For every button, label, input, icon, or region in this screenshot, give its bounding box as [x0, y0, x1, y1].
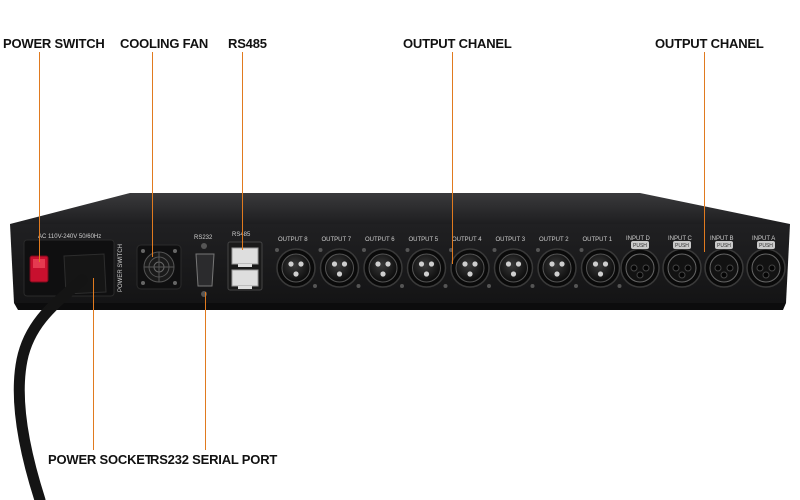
output-xlr-1: OUTPUT 1	[579, 237, 622, 288]
output-xlr-2: OUTPUT 2	[536, 237, 578, 288]
output-xlr-5: OUTPUT 5	[405, 237, 448, 288]
callout-line-power-switch	[39, 52, 40, 262]
output-xlr-3: OUTPUT 3	[492, 237, 535, 288]
label-output-chanel-2: OUTPUT CHANEL	[655, 36, 764, 51]
callout-line-rs485	[242, 52, 243, 250]
callout-line-power-socket	[93, 278, 94, 450]
output-label: OUTPUT 3	[496, 237, 526, 243]
output-xlr-6: OUTPUT 6	[362, 237, 404, 288]
input-label: INPUT D	[626, 236, 651, 242]
svg-text:POWER SWITCH: POWER SWITCH	[118, 244, 124, 292]
output-connectors: OUTPUT 8 OUTPUT 7 OUTPUT 6 OUTPUT 5 OUTPUT 4…	[275, 237, 622, 288]
label-output-chanel-1: OUTPUT CHANEL	[403, 36, 512, 51]
output-label: OUTPUT 8	[278, 237, 308, 243]
callout-line-cooling-fan	[152, 52, 153, 257]
output-xlr-8: OUTPUT 8	[275, 237, 317, 288]
input-label: INPUT B	[710, 236, 734, 242]
push-tab-label: PUSH	[675, 243, 689, 249]
power-cord	[13, 274, 88, 500]
rs232-port	[195, 243, 215, 297]
output-label: OUTPUT 7	[322, 237, 352, 243]
callout-line-output-chanel-1	[452, 52, 453, 264]
output-label: OUTPUT 6	[365, 237, 395, 243]
push-tab-label: PUSH	[717, 243, 731, 249]
input-label: INPUT A	[752, 236, 775, 242]
output-label: OUTPUT 2	[539, 237, 569, 243]
callout-line-rs232	[205, 292, 206, 450]
rs485-port	[227, 241, 263, 291]
push-tab-label: PUSH	[633, 243, 647, 249]
callout-line-output-chanel-2	[704, 52, 705, 252]
output-xlr-4: OUTPUT 4	[449, 237, 491, 288]
output-label: OUTPUT 5	[409, 237, 439, 243]
output-label: OUTPUT 1	[583, 237, 613, 243]
label-cooling-fan: COOLING FAN	[120, 36, 209, 51]
label-power-socket: POWER SOCKET	[48, 452, 153, 467]
chassis-top	[10, 193, 790, 224]
label-rs485: RS485	[228, 36, 267, 51]
label-power-switch: POWER SWITCH	[3, 36, 105, 51]
cooling-fan	[136, 244, 182, 290]
svg-text:RS485: RS485	[232, 232, 251, 238]
push-tab-label: PUSH	[759, 243, 773, 249]
svg-text:RS232: RS232	[194, 235, 213, 241]
output-xlr-7: OUTPUT 7	[318, 237, 361, 288]
input-label: INPUT C	[668, 236, 693, 242]
output-label: OUTPUT 4	[452, 237, 482, 243]
voltage-text: AC 110V-240V 50/60Hz	[38, 234, 101, 240]
label-rs232-serial-port: RS232 SERIAL PORT	[150, 452, 278, 467]
